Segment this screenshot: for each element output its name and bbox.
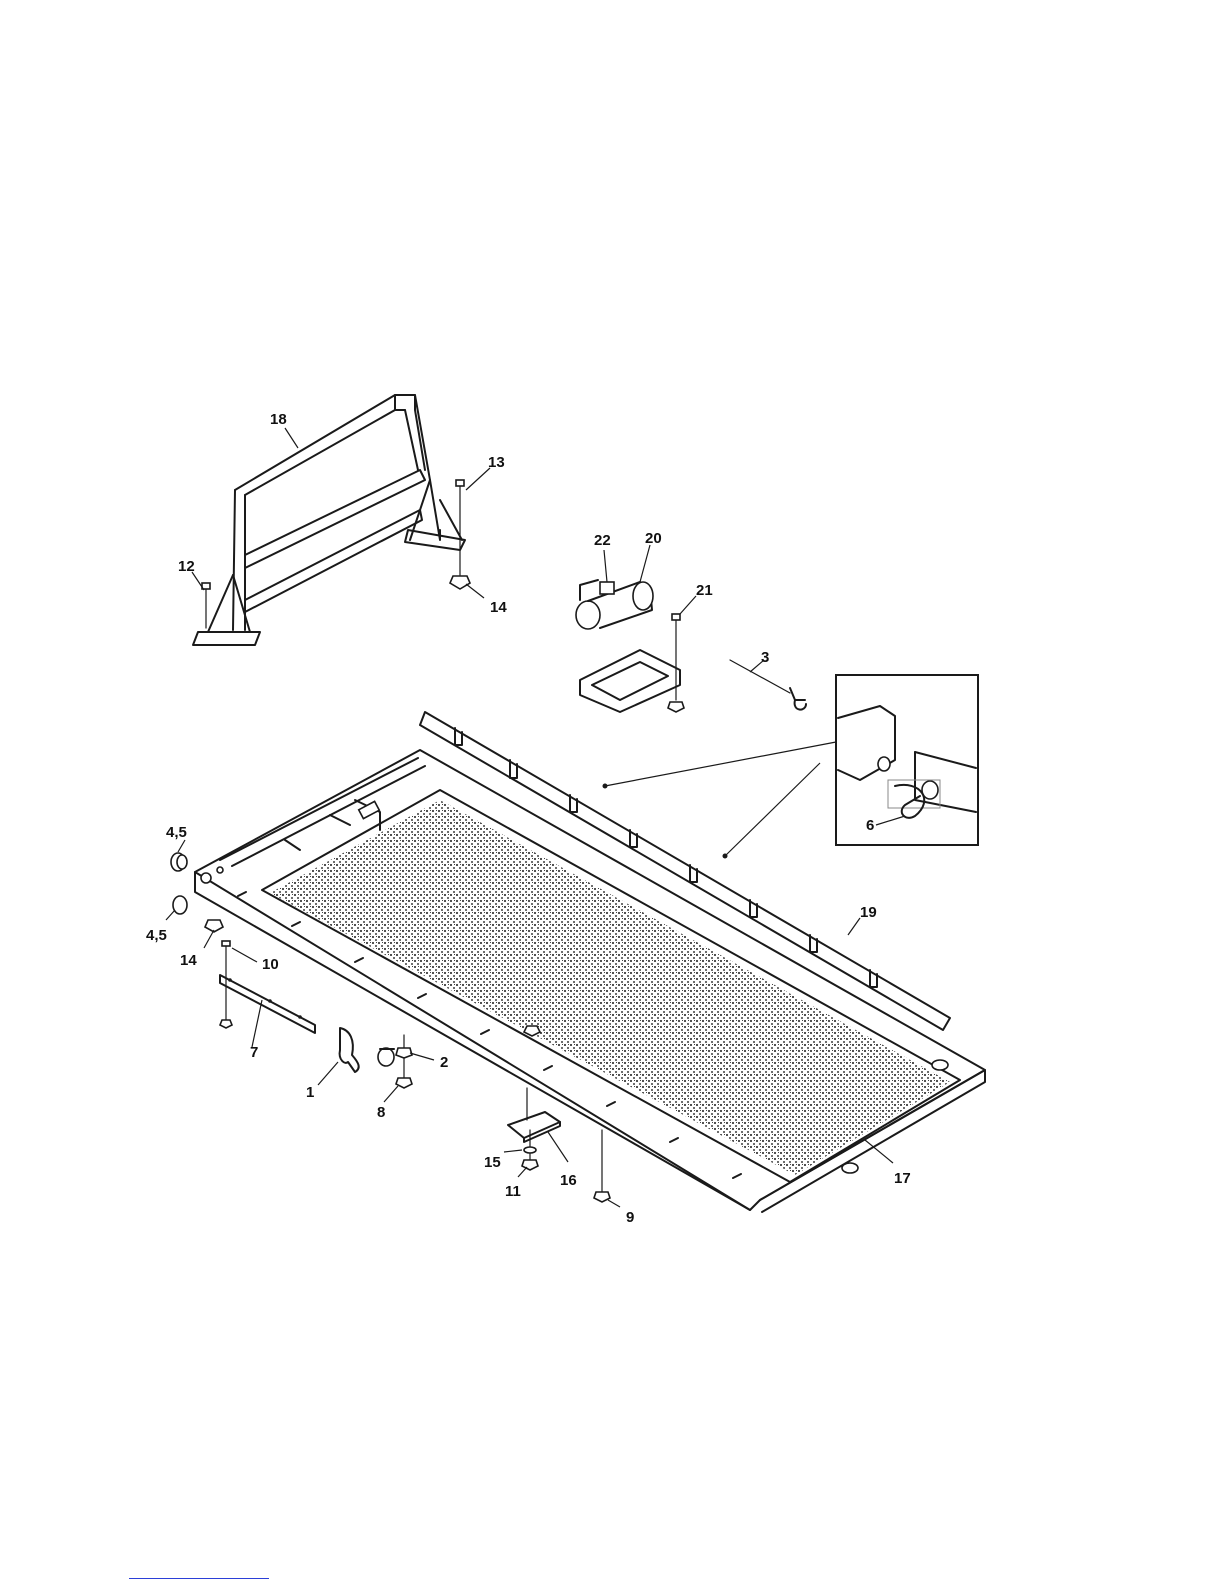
callout-4-5-upper: 4,5 bbox=[166, 824, 187, 841]
clip-1 bbox=[340, 1028, 359, 1072]
callout-22: 22 bbox=[594, 532, 611, 549]
callout-14-upper: 14 bbox=[490, 599, 507, 616]
winch-mount-bracket bbox=[580, 650, 680, 712]
callout-20: 20 bbox=[645, 530, 662, 547]
callout-1: 1 bbox=[306, 1084, 314, 1101]
callout-16: 16 bbox=[560, 1172, 577, 1189]
plug-4-5-upper bbox=[171, 853, 187, 871]
winch-cable-and-hook bbox=[730, 660, 806, 710]
bushing-and-bolt bbox=[378, 1035, 412, 1088]
plug-4-5-lower bbox=[173, 896, 187, 914]
callout-9: 9 bbox=[626, 1209, 634, 1226]
bolt-9 bbox=[594, 1130, 610, 1202]
callout-12: 12 bbox=[178, 558, 195, 575]
headache-rack bbox=[193, 395, 465, 645]
callout-17: 17 bbox=[894, 1170, 911, 1187]
callout-4-5-lower: 4,5 bbox=[146, 927, 167, 944]
callout-8: 8 bbox=[377, 1104, 385, 1121]
callout-3: 3 bbox=[761, 649, 769, 666]
callout-2: 2 bbox=[440, 1054, 448, 1071]
strap-7 bbox=[220, 975, 315, 1033]
bolt-21 bbox=[668, 614, 684, 712]
callout-7: 7 bbox=[250, 1044, 258, 1061]
winch-assembly bbox=[576, 580, 653, 629]
callout-19: 19 bbox=[860, 904, 877, 921]
bolt-13-and-nut-14 bbox=[450, 480, 470, 589]
callout-14-lower: 14 bbox=[180, 952, 197, 969]
callout-21: 21 bbox=[696, 582, 713, 599]
callout-10: 10 bbox=[262, 956, 279, 973]
callout-13: 13 bbox=[488, 454, 505, 471]
detail-inset bbox=[836, 675, 978, 845]
callout-15: 15 bbox=[484, 1154, 501, 1171]
callout-11: 11 bbox=[505, 1183, 521, 1200]
footer-rule bbox=[129, 1578, 269, 1579]
callout-18: 18 bbox=[270, 411, 287, 428]
callout-6: 6 bbox=[866, 817, 874, 834]
